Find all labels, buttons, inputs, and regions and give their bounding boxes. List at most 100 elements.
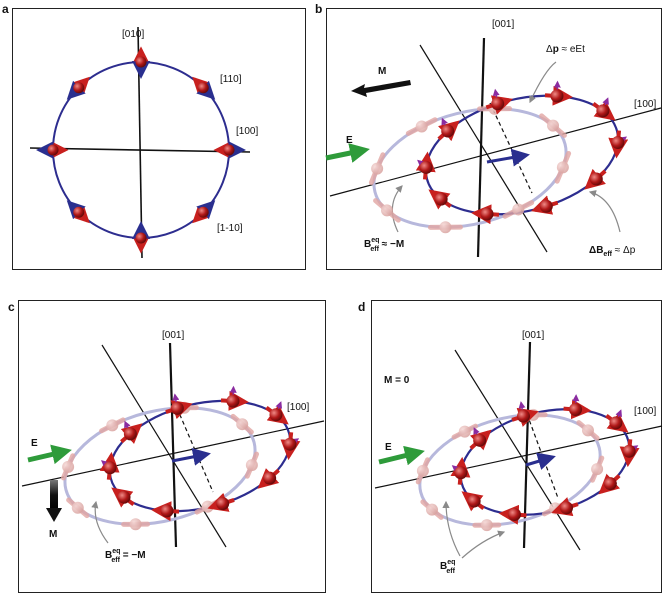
label-100-b: [100] bbox=[634, 99, 656, 110]
label-dB: ΔBeff ≈ Δp bbox=[589, 245, 636, 258]
faint-electron bbox=[439, 221, 452, 234]
panel-c-label: c bbox=[8, 300, 15, 314]
electron-ball bbox=[117, 490, 131, 504]
electron-ball bbox=[507, 507, 521, 521]
pointer-dB bbox=[588, 190, 621, 233]
dB-rest: ≈ Δp bbox=[612, 245, 636, 256]
label-010: [010] bbox=[122, 29, 144, 40]
M-arrow-c-body bbox=[50, 480, 58, 510]
label-E-b: E bbox=[346, 135, 353, 146]
beq-b-sub: eff bbox=[370, 246, 379, 253]
label-M-c: M bbox=[49, 529, 57, 540]
faint-electron bbox=[480, 519, 493, 532]
dp-rest: ≈ eEt bbox=[559, 44, 585, 55]
electron-ball bbox=[263, 471, 277, 485]
electron-ball bbox=[603, 477, 617, 491]
M-arrow-c-head bbox=[46, 508, 62, 522]
pointer-beq-c bbox=[91, 500, 109, 544]
label-M-b: M bbox=[378, 66, 386, 77]
dB-main: ΔB bbox=[589, 245, 603, 256]
electron-ball bbox=[609, 416, 623, 430]
axis-001-d-thin bbox=[454, 349, 581, 551]
label-dp: Δp ≈ eEt bbox=[546, 44, 585, 55]
label-E-d: E bbox=[385, 442, 392, 453]
dashed-c bbox=[176, 407, 214, 493]
dashed-d bbox=[526, 413, 559, 499]
faint-electron bbox=[371, 162, 384, 175]
electron-ball bbox=[135, 56, 147, 68]
beq-b-rest: ≈ −M bbox=[379, 239, 404, 250]
electron-ball bbox=[539, 199, 553, 213]
label-001-c: [001] bbox=[162, 330, 184, 341]
shift-arrow-c bbox=[171, 448, 211, 466]
label-001-b: [001] bbox=[492, 19, 514, 30]
faint-electron bbox=[547, 119, 560, 132]
panel-b-diagram bbox=[325, 37, 662, 258]
electron-ball bbox=[47, 144, 59, 156]
electron-ball bbox=[73, 82, 85, 94]
label-001-d: [001] bbox=[522, 330, 544, 341]
electron-ball bbox=[480, 207, 494, 221]
electron-ball bbox=[283, 437, 297, 451]
dp-p: p bbox=[553, 44, 559, 55]
electron-ball bbox=[473, 433, 487, 447]
electron-ball bbox=[170, 401, 184, 415]
faint-electron bbox=[416, 464, 429, 477]
electron-ball bbox=[516, 409, 530, 423]
label-M0: M = 0 bbox=[384, 375, 410, 386]
label-100-c: [100] bbox=[287, 402, 309, 413]
beq-c-sub: eff bbox=[111, 557, 120, 564]
faint-electron bbox=[591, 463, 604, 476]
electron-ball bbox=[197, 206, 209, 218]
electron-ball bbox=[611, 136, 625, 150]
faint-electron bbox=[458, 425, 471, 438]
shift-arrow-d bbox=[525, 452, 556, 470]
axis-100-b bbox=[329, 107, 662, 197]
dashed-dp-b bbox=[489, 102, 533, 194]
faint-electron bbox=[106, 419, 119, 432]
electron-ball bbox=[269, 408, 283, 422]
faint-electron bbox=[415, 120, 428, 133]
beq-d-sub: eff bbox=[446, 568, 455, 575]
faint-electron bbox=[581, 424, 594, 437]
electron-ball bbox=[223, 144, 235, 156]
E-arrow-d bbox=[378, 445, 425, 466]
electron-ball bbox=[491, 97, 505, 111]
electron-ball bbox=[441, 124, 455, 138]
panel-c-spins bbox=[60, 385, 301, 531]
faint-electron bbox=[129, 518, 142, 531]
panel-b-spins bbox=[368, 80, 629, 234]
beq-d-sup: eq bbox=[447, 559, 455, 566]
electron-ball bbox=[160, 504, 174, 518]
electron-ball bbox=[226, 394, 240, 408]
shift-arrow-b bbox=[486, 148, 530, 167]
pointer-beq-b bbox=[391, 185, 403, 233]
axis-100-c bbox=[21, 420, 325, 487]
beq-c-B: B bbox=[105, 550, 112, 561]
panel-d-spins bbox=[415, 394, 640, 532]
electron-ball bbox=[560, 501, 574, 515]
label-100-a: [100] bbox=[236, 126, 258, 137]
pointer-dp bbox=[529, 61, 557, 104]
electron-ball bbox=[454, 466, 468, 480]
E-arrow-b bbox=[325, 143, 370, 163]
axis-001-b-thin bbox=[419, 44, 548, 253]
faint-electron bbox=[380, 204, 393, 217]
faint-electron bbox=[236, 418, 249, 431]
electron-ball bbox=[550, 89, 564, 103]
panel-b-frame bbox=[326, 8, 662, 270]
electron-ball bbox=[419, 160, 433, 174]
electron-ball bbox=[103, 461, 117, 475]
faint-electron bbox=[62, 460, 75, 473]
dp-delta: Δ bbox=[546, 44, 553, 55]
beq-c-sup: eq bbox=[112, 548, 120, 555]
M-arrow-b bbox=[351, 80, 411, 97]
faint-ring-d bbox=[418, 413, 602, 527]
panel-c-diagram bbox=[21, 342, 325, 548]
beq-b-B: B bbox=[364, 239, 371, 250]
panel-a-frame bbox=[12, 8, 306, 270]
electron-ball bbox=[73, 206, 85, 218]
faint-electron bbox=[512, 203, 525, 216]
